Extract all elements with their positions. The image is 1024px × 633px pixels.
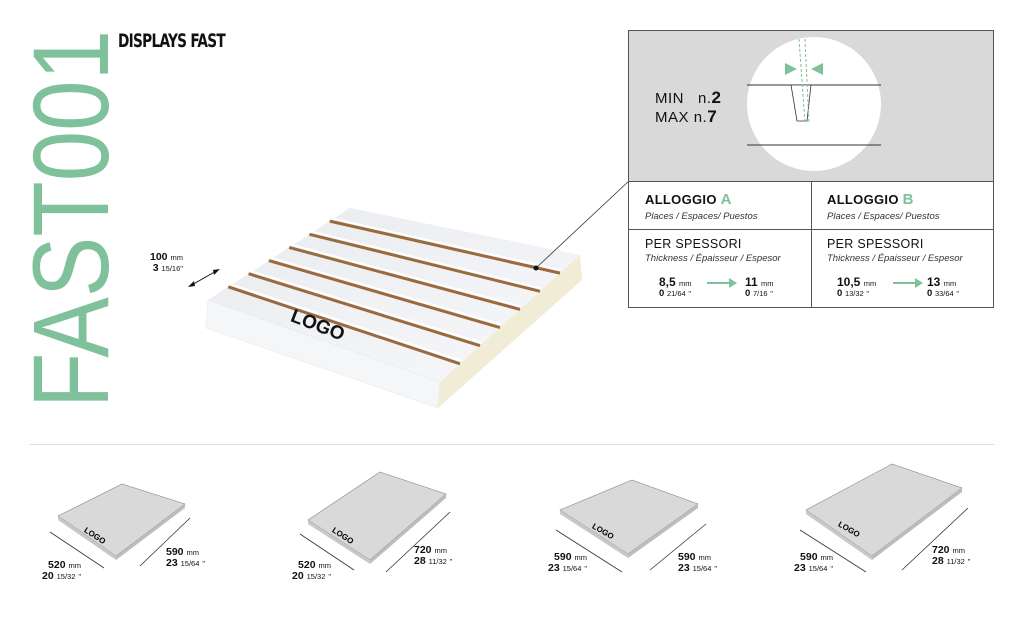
housing-b-thickness-title: PER SPESSORI [827, 237, 924, 251]
variant-2-height-label: 720 mm 28 11/32 " [414, 544, 453, 567]
board-slot [288, 245, 521, 311]
slot-cross-section-icon [747, 38, 881, 146]
housing-b-title: ALLOGGIO B [827, 191, 914, 208]
housing-a-to: 11 mm 0 7/16 " [745, 275, 774, 299]
housing-a-subtitle: Places / Espaces/ Puestos [645, 211, 758, 222]
slot-detail-circle [747, 37, 881, 171]
housing-a-arrow-icon [707, 278, 737, 288]
variant-1-board: LOGO [49, 483, 191, 569]
board-slot [309, 232, 541, 293]
min-row: MIN n.2 [655, 88, 722, 108]
section-divider [30, 444, 994, 445]
brand-title-text: FAST001 [28, 30, 114, 408]
housing-b-arrow-icon [893, 278, 923, 288]
board-slot-highlight [310, 230, 542, 290]
housing-b-column: ALLOGGIO B Places / Espaces/ Puestos PER… [811, 181, 993, 308]
board-right-face [438, 255, 582, 408]
board-slot [329, 219, 561, 275]
variant-4-height-label: 720 mm 28 11/32 " [932, 544, 971, 567]
variant-2-width-label: 520 mm 20 15/32 " [292, 559, 331, 582]
housing-b-subtitle: Places / Espaces/ Puestos [827, 211, 940, 222]
max-row: MAX n.7 [655, 107, 718, 127]
board-slot [268, 259, 501, 330]
housing-a-from: 8,5 mm 0 21/64 " [659, 275, 692, 299]
board-slots [227, 217, 562, 366]
board-slot-highlight [330, 217, 562, 272]
variant-1-width-label: 520 mm 20 15/32 " [42, 559, 81, 582]
brand-vertical-title: FAST001 [28, 30, 114, 408]
depth-label: 100 mm 3 15/16" [150, 251, 183, 274]
depth-arrow-icon [188, 269, 220, 287]
variant-3-board: LOGO [555, 479, 707, 573]
variant-3-width-label: 590 mm 23 15/64 " [548, 551, 587, 574]
min-max-slots: MIN n.2 MAX n.7 [655, 89, 722, 127]
main-board-illustration: LOGO [205, 208, 582, 409]
housing-b-thickness-subtitle: Thickness / Épaisseur / Espesor [827, 253, 963, 264]
spec-panel: MIN n.2 MAX n.7 ALLOGGIO A Places / Espa… [628, 30, 994, 308]
housing-a-column: ALLOGGIO A Places / Espaces/ Puestos PER… [629, 181, 812, 308]
board-slot [248, 272, 481, 348]
housing-b-to: 13 mm 0 33/64 " [927, 275, 960, 299]
variant-2-board: LOGO [299, 471, 451, 573]
variant-1-height-label: 590 mm 23 15/64 " [166, 546, 205, 569]
leader-line [533, 179, 631, 271]
board-slot-highlight [289, 243, 522, 308]
housing-a-title: ALLOGGIO A [645, 191, 732, 208]
variant-3-height-label: 590 mm 23 15/64 " [678, 551, 717, 574]
brand-tagline: DISPLAYS FAST [118, 30, 226, 52]
housing-a-thickness-title: PER SPESSORI [645, 237, 742, 251]
spec-detail-area: MIN n.2 MAX n.7 [629, 31, 993, 182]
housing-a-thickness-subtitle: Thickness / Épaisseur / Espesor [645, 253, 781, 264]
variant-4-board: LOGO [799, 463, 969, 573]
board-slot-highlight [228, 282, 462, 362]
board-slot-highlight [269, 256, 502, 326]
board-slot-highlight [249, 269, 482, 344]
variant-4-width-label: 590 mm 23 15/64 " [794, 551, 833, 574]
housing-b-from: 10,5 mm 0 13/32 " [837, 275, 877, 299]
board-slot [227, 285, 461, 366]
